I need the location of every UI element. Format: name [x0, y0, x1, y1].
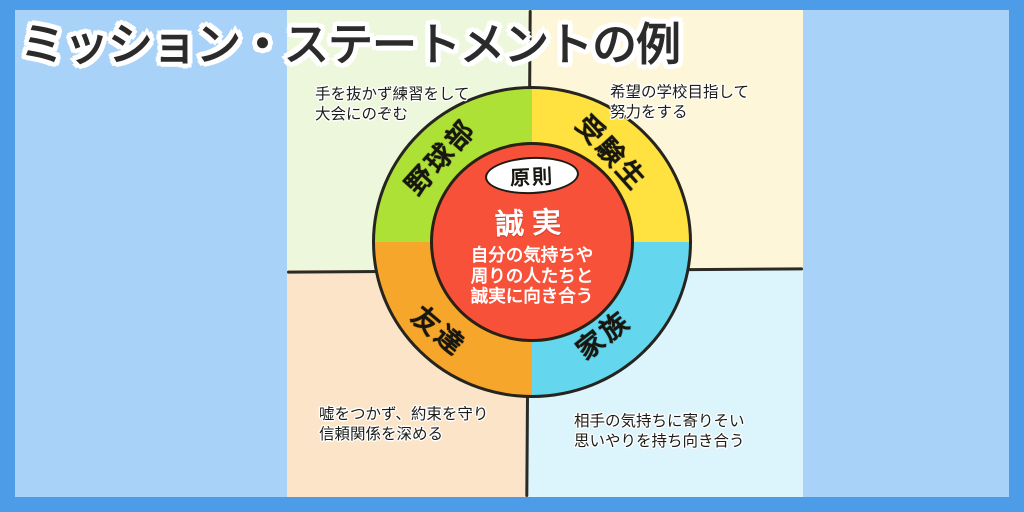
note-exam-student-line-2: 努力をする [610, 103, 688, 122]
note-family-line-1: 相手の気持ちに寄りそい [574, 412, 745, 430]
core-description-line-3: 誠実に向き合う [470, 287, 594, 308]
principle-badge: 原則 [484, 154, 580, 197]
note-exam-student-line-1: 希望の学校目指して [610, 83, 750, 101]
core-description: 自分の気持ちや 周りの人たちと 誠実に向き合う [471, 246, 594, 308]
note-baseball-club-line-1: 手を抜かず練習をして [315, 85, 470, 103]
mission-wheel-photo: 野球部 受験生 友達 家族 原則 誠実 自分の気持ちや 周りの人たちと 誠実に向… [287, 10, 803, 497]
core-description-line-1: 自分の気持ちや [470, 246, 594, 266]
note-exam-student: 希望の学校目指して 努力をする [610, 82, 749, 122]
note-friends-line-1: 嘘をつかず、約束を守り [319, 405, 489, 423]
note-family: 相手の気持ちに寄りそい 思いやりを持ち向き合う [574, 411, 745, 451]
role-wheel: 野球部 受験生 友達 家族 原則 誠実 自分の気持ちや 周りの人たちと 誠実に向… [372, 86, 692, 398]
note-friends: 嘘をつかず、約束を守り 信頼関係を深める [319, 404, 488, 444]
note-friends-line-2: 信頼関係を深める [319, 425, 444, 444]
page-title: ミッション・ステートメントの例 [16, 15, 684, 75]
core-value-text: 誠実 [494, 204, 570, 242]
core-description-line-2: 周りの人たちと [470, 266, 594, 287]
core-principle-circle[interactable]: 原則 誠実 自分の気持ちや 周りの人たちと 誠実に向き合う [430, 142, 634, 342]
note-baseball-club: 手を抜かず練習をして 大会にのぞむ [315, 84, 470, 124]
note-baseball-club-line-2: 大会にのぞむ [315, 105, 409, 124]
note-family-line-2: 思いやりを持ち向き合う [574, 432, 745, 451]
